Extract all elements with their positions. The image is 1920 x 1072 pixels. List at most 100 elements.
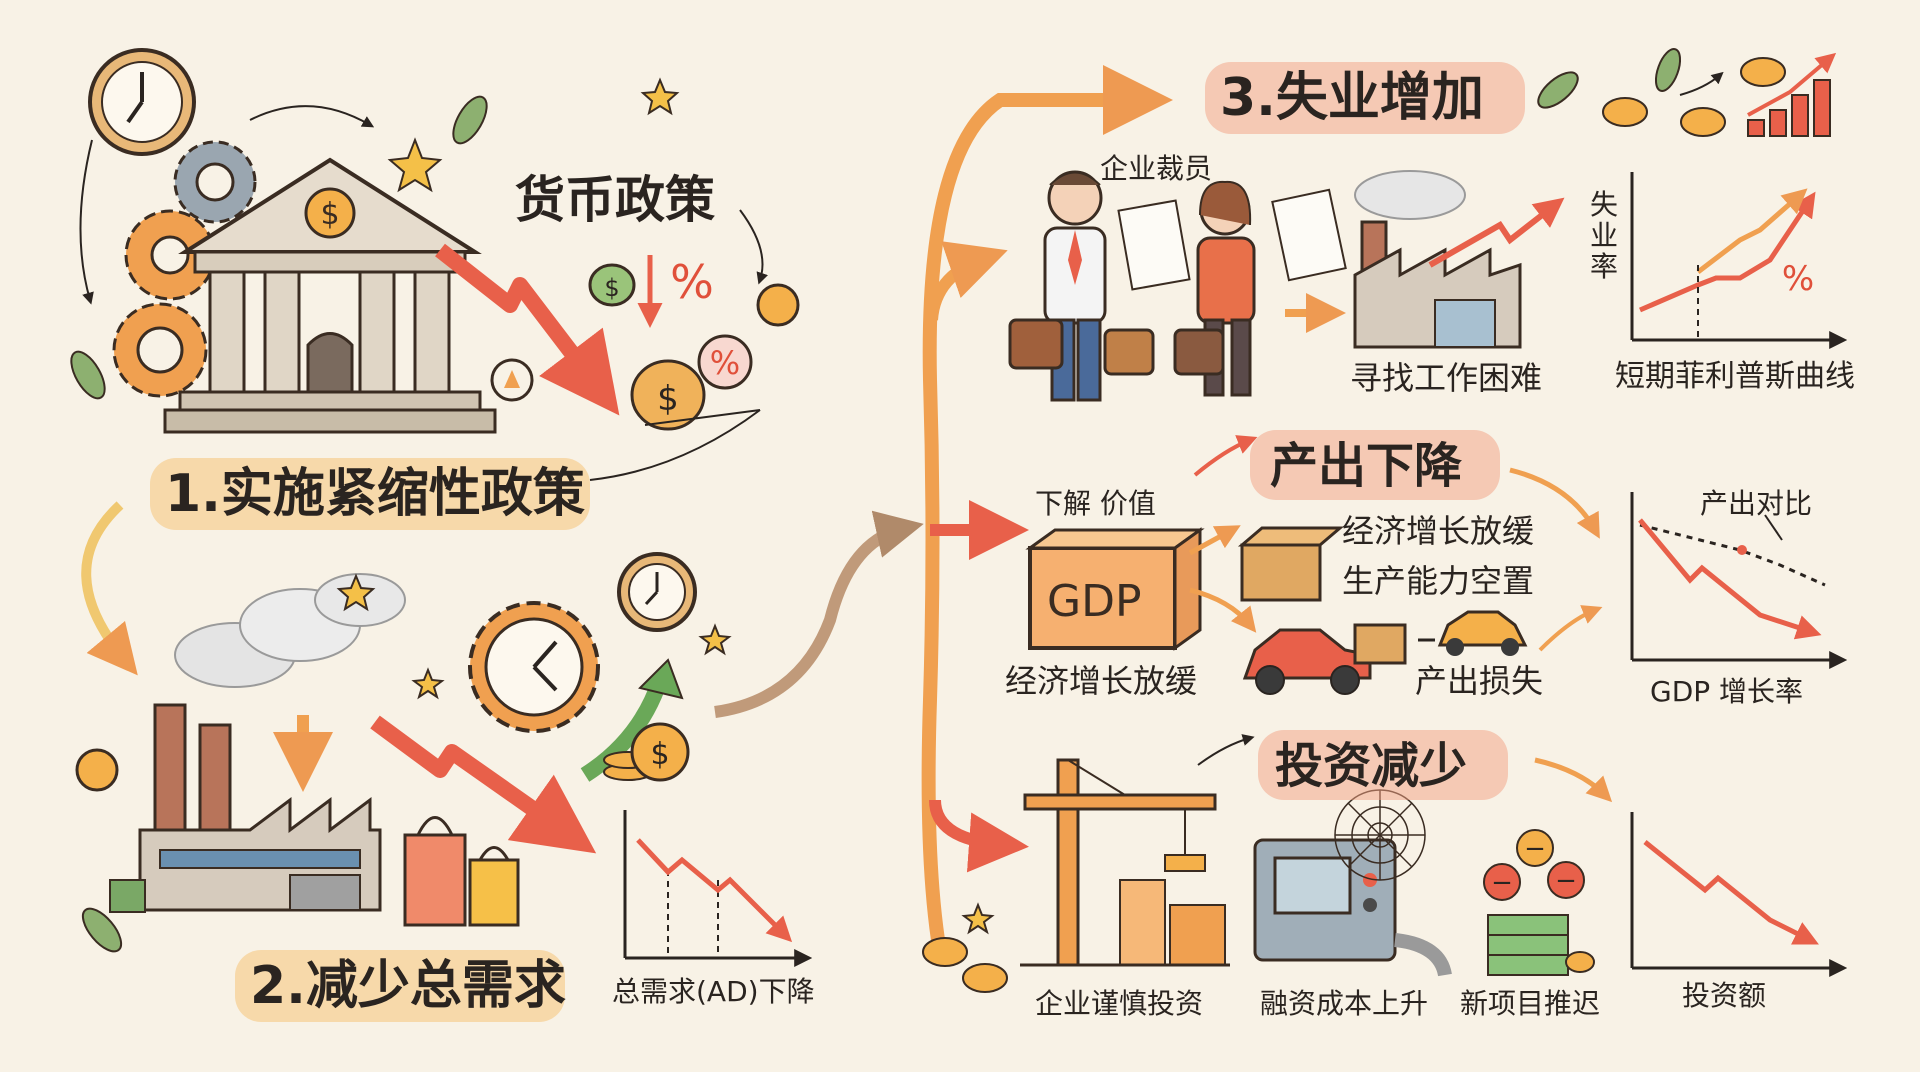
doodle-line bbox=[644, 409, 761, 426]
svg-text:$: $ bbox=[650, 737, 669, 772]
doodle-arrow bbox=[739, 209, 768, 285]
idle-capacity-label: 生产能力空置 bbox=[1342, 562, 1535, 600]
branch-arrow-layoffs bbox=[926, 241, 1008, 321]
coin-stack-icon: $ bbox=[603, 722, 690, 782]
rising-arrow bbox=[1428, 197, 1565, 268]
arrow-icon bbox=[1534, 757, 1613, 803]
svg-text:−: − bbox=[1555, 866, 1577, 896]
svg-text:$: $ bbox=[657, 379, 679, 419]
growth-arrow bbox=[580, 677, 668, 782]
minus-badge-icon: − − − bbox=[1483, 829, 1585, 901]
star-icon bbox=[336, 573, 732, 700]
monetary-policy-title: 货币政策 bbox=[515, 171, 715, 229]
branch-arrow-investment bbox=[929, 799, 1029, 873]
svg-text:$: $ bbox=[604, 274, 619, 302]
gdp-box-label: GDP bbox=[1047, 576, 1142, 627]
gear-icon bbox=[124, 209, 216, 301]
clock-icon bbox=[617, 552, 697, 632]
value-down-label: 下解 价值 bbox=[1035, 487, 1156, 520]
arrow-icon bbox=[1193, 435, 1258, 477]
doodle-arrow bbox=[249, 105, 375, 128]
branch-trunk-arrow bbox=[921, 65, 1173, 941]
ad-chart-label: 总需求(AD)下降 bbox=[612, 975, 815, 1008]
phillips-axis-label: 失业率 bbox=[1590, 188, 1619, 283]
percent-icon: % bbox=[670, 255, 714, 309]
project-delay-label: 新项目推迟 bbox=[1460, 987, 1601, 1020]
car-icon bbox=[1437, 610, 1528, 656]
arrow-icon bbox=[1188, 525, 1241, 556]
highlight-bar bbox=[150, 458, 590, 530]
arrow-icon bbox=[1538, 605, 1603, 652]
svg-text:%: % bbox=[710, 344, 740, 382]
output-title: 产出下降 bbox=[1270, 438, 1463, 494]
coin-icon bbox=[75, 748, 119, 792]
ad-decline-line bbox=[636, 838, 793, 943]
step1-label: 1.实施紧缩性政策 bbox=[165, 464, 585, 524]
highlight-bar bbox=[1258, 730, 1508, 800]
cautious-invest-label: 企业谨慎投资 bbox=[1035, 987, 1204, 1020]
shopping-bag-icon bbox=[403, 816, 520, 927]
gear-icon bbox=[112, 302, 208, 398]
investment-amount-label: 投资额 bbox=[1682, 979, 1767, 1012]
arrow-icon bbox=[1509, 467, 1600, 539]
decline-arrow bbox=[435, 243, 620, 416]
doodle-arrow bbox=[1679, 71, 1724, 96]
doodle-arrow bbox=[79, 139, 94, 305]
output-compare-label: 产出对比 bbox=[1700, 487, 1813, 520]
man-figure bbox=[1008, 170, 1155, 402]
gdp-slow-label: 经济增长放缓 bbox=[1005, 662, 1198, 700]
leaf-icon bbox=[81, 907, 123, 953]
pointer-line bbox=[1764, 514, 1783, 541]
financing-cost-label: 融资成本上升 bbox=[1260, 987, 1429, 1020]
gdp-growth-label: GDP 增长率 bbox=[1650, 675, 1804, 708]
investment-chart bbox=[1630, 812, 1848, 977]
doodle-arrow bbox=[1197, 734, 1255, 766]
ad-chart bbox=[623, 810, 813, 967]
highlight-bar bbox=[1205, 62, 1525, 134]
star-icon bbox=[387, 77, 680, 193]
layoffs-label: 企业裁员 bbox=[1100, 152, 1213, 185]
job-search-label: 寻找工作困难 bbox=[1350, 359, 1543, 397]
phillips-curve-label: 短期菲利普斯曲线 bbox=[1615, 359, 1855, 394]
gear-icon bbox=[173, 140, 257, 224]
woman-figure bbox=[1173, 180, 1256, 397]
coin-icon bbox=[1602, 57, 1786, 137]
recycle-icon bbox=[490, 358, 534, 402]
percent-icon: % bbox=[1782, 259, 1814, 299]
step2-label: 2.减少总需求 bbox=[250, 956, 566, 1016]
svg-text:−: − bbox=[1491, 868, 1513, 898]
coin-icon bbox=[922, 937, 1008, 993]
svg-text:−: − bbox=[1524, 834, 1546, 864]
highlight-bar bbox=[235, 950, 565, 1022]
crane-icon bbox=[1020, 758, 1230, 967]
bar-chart-icon bbox=[1747, 52, 1837, 137]
growth-slow-label: 经济增长放缓 bbox=[1342, 512, 1535, 550]
cardboard-box-icon bbox=[1353, 623, 1407, 665]
doodle-line bbox=[589, 409, 761, 481]
dusty-machine-icon bbox=[1253, 838, 1452, 977]
spiderweb-icon bbox=[1334, 789, 1426, 881]
arrow-icon bbox=[1189, 587, 1257, 633]
output-loss-label: 产出损失 bbox=[1415, 662, 1544, 700]
phillips-curve-chart: % bbox=[1630, 172, 1848, 349]
highlight-bar bbox=[1250, 430, 1500, 500]
car-icon bbox=[1242, 628, 1372, 695]
star-icon bbox=[961, 902, 995, 935]
step3-label: 3.失业增加 bbox=[1220, 68, 1484, 128]
leaf-icon bbox=[70, 95, 488, 400]
flow-arrow-2-to-3 bbox=[714, 510, 924, 718]
central-bank-building: $ bbox=[163, 157, 497, 434]
coin-icon bbox=[756, 283, 800, 327]
clock-gear-icon bbox=[468, 601, 600, 733]
decline-arrow bbox=[370, 715, 597, 854]
money-bag-icon: $ bbox=[588, 263, 636, 307]
percent-badge-icon: % bbox=[697, 334, 753, 390]
money-bag-icon: $ bbox=[630, 359, 706, 431]
cash-stack-icon bbox=[1487, 914, 1595, 976]
factory-icon bbox=[109, 703, 382, 913]
flow-arrow-1-to-2 bbox=[81, 501, 138, 676]
dollar-icon: $ bbox=[320, 197, 339, 232]
gdp-box-icon bbox=[1025, 527, 1205, 651]
leaf-icon bbox=[1537, 48, 1682, 109]
